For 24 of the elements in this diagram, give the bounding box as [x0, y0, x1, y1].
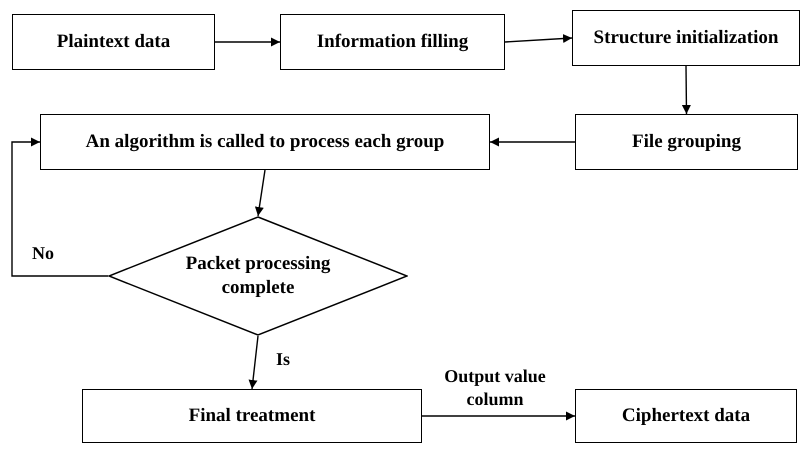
arrow	[248, 336, 259, 390]
arrow	[504, 34, 572, 44]
node-label: Information filling	[316, 30, 468, 54]
node-label: Plaintext data	[56, 30, 170, 54]
process-box	[280, 14, 505, 70]
node-label: File grouping	[632, 130, 741, 154]
process-box	[82, 389, 422, 443]
decision-diamond	[108, 216, 408, 336]
node-label: Ciphertext data	[622, 404, 750, 428]
process-box	[12, 14, 215, 70]
arrow	[254, 170, 266, 216]
node-label: Final treatment	[188, 404, 316, 428]
node-label: An algorithm is called to process each group	[86, 130, 444, 154]
process-box	[575, 114, 798, 170]
arrow	[215, 38, 280, 46]
process-box	[40, 114, 490, 170]
node-label: Packet processing complete	[184, 252, 332, 300]
node-label: Structure initialization	[594, 26, 778, 50]
process-box	[572, 10, 800, 66]
arrow	[422, 412, 575, 420]
arrow	[11, 138, 108, 277]
process-box	[575, 389, 797, 443]
arrow	[682, 66, 691, 114]
arrow	[490, 138, 575, 146]
